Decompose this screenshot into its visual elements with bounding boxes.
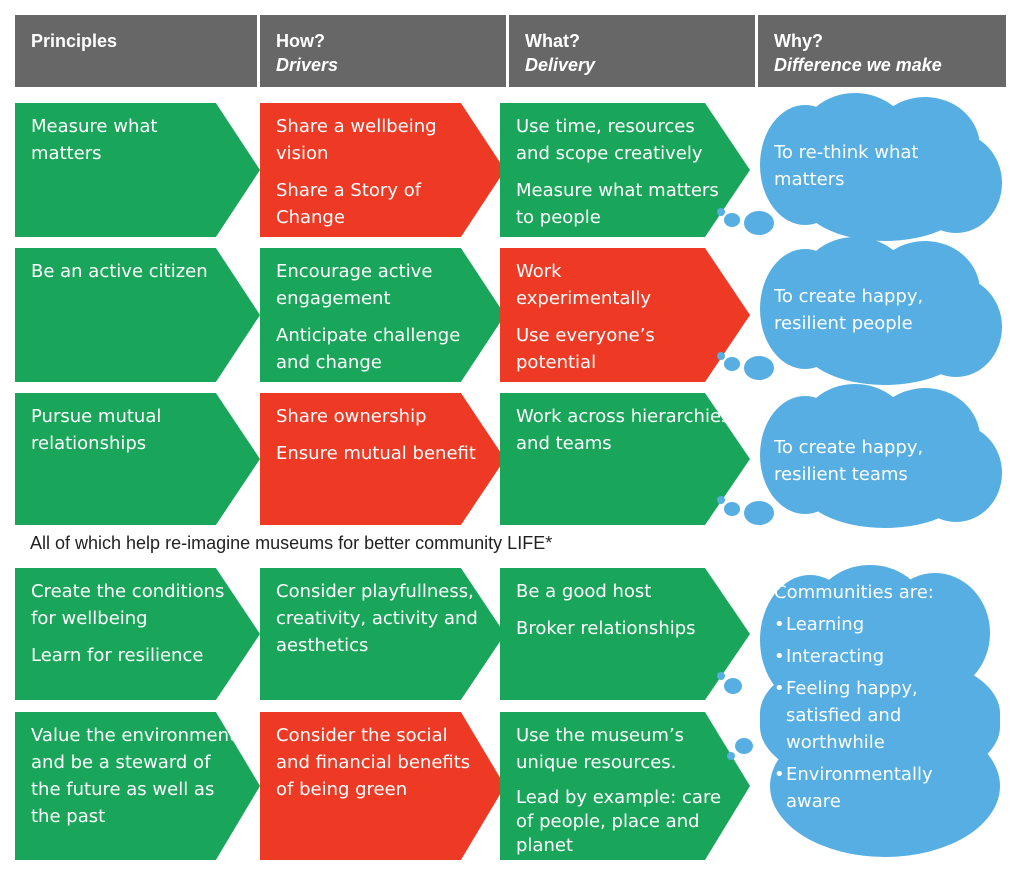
communities-item-3: Feeling happy, satisfied and worthwhile: [774, 675, 974, 756]
row5-principle-1: Value the environment and be a steward o…: [31, 725, 237, 827]
row4-principle-1: Create the conditions for wellbeing: [31, 581, 225, 629]
header-what-label: What?: [525, 31, 580, 51]
row5-delivery-2: Lead by example: care of people, place a…: [516, 787, 722, 856]
cloud-3-tail-big: [744, 501, 774, 525]
why-2-text: To create happy, resilient people: [774, 286, 924, 334]
row3-principle-text: Pursue mutual relationships: [31, 406, 162, 454]
row1-driver-1: Share a wellbeing vision: [276, 116, 437, 164]
row2-delivery: Work experimentally Use everyone’s poten…: [500, 248, 750, 382]
row2-drivers: Encourage active engagement Anticipate c…: [260, 248, 505, 382]
row3-delivery: Work across hierarchies and teams: [500, 393, 750, 525]
row4-delivery: Be a good host Broker relationships: [500, 568, 750, 700]
cloud-4-tail-2: [724, 678, 742, 694]
header-difference-label: Difference we make: [774, 55, 942, 75]
row2-delivery-2: Use everyone’s potential: [516, 325, 655, 373]
why-3-text: To create happy, resilient teams: [774, 437, 924, 485]
row2-driver-2: Anticipate challenge and change: [276, 325, 461, 373]
why-1-text: To re-think what matters: [774, 142, 919, 190]
footer-note: All of which help re-imagine museums for…: [30, 533, 553, 553]
communities-text: Communities are: Learning Interacting Fe…: [774, 579, 974, 815]
header-what: What? Delivery: [509, 15, 755, 87]
row1-delivery-1: Use time, resources and scope creatively: [516, 116, 703, 164]
communities-list: Learning Interacting Feeling happy, sati…: [774, 611, 974, 815]
header-drivers-label: Drivers: [276, 55, 339, 75]
row1-delivery: Use time, resources and scope creatively…: [500, 103, 750, 237]
row3-driver-2: Ensure mutual benefit: [276, 443, 476, 464]
cloud-4-tail-3: [727, 752, 735, 760]
row5-delivery: Use the museum’s unique resources. Lead …: [500, 712, 750, 860]
row4-principle-2: Learn for resilience: [31, 645, 204, 666]
row2-principle-text: Be an active citizen: [31, 261, 208, 282]
cloud-1-tail-mid: [724, 213, 740, 227]
header-principles-label: Principles: [31, 31, 118, 51]
row4-delivery-2: Broker relationships: [516, 618, 696, 639]
row1-principle: Measure what matters: [15, 103, 260, 237]
communities-item-1: Learning: [774, 611, 974, 638]
row1-delivery-2: Measure what matters to people: [516, 180, 719, 228]
why-cloud-1: To re-think what matters: [760, 93, 1002, 243]
why-cloud-2: To create happy, resilient people: [760, 237, 1002, 387]
row5-delivery-1: Use the museum’s unique resources.: [516, 725, 685, 773]
cloud-4-tail-1: [717, 672, 725, 680]
row2-principle: Be an active citizen: [15, 248, 260, 382]
cloud-1-tail-big: [744, 211, 774, 235]
row1-drivers: Share a wellbeing vision Share a Story o…: [260, 103, 505, 237]
row5-drivers: Consider the social and financial benefi…: [260, 712, 505, 860]
row3-driver-1: Share ownership: [276, 406, 427, 427]
cloud-2-tail-big: [744, 356, 774, 380]
row3-drivers: Share ownership Ensure mutual benefit: [260, 393, 505, 525]
cloud-4-tail-4: [735, 738, 753, 754]
header-delivery-label: Delivery: [525, 55, 596, 75]
communities-cloud: Communities are: Learning Interacting Fe…: [760, 565, 1000, 860]
row4-principle: Create the conditions for wellbeing Lear…: [15, 568, 260, 700]
row4-drivers: Consider playfullness, creativity, activ…: [260, 568, 505, 700]
row1-driver-2: Share a Story of Change: [276, 180, 422, 228]
communities-item-2: Interacting: [774, 643, 974, 670]
row5-driver-1: Consider the social and financial benefi…: [276, 725, 471, 800]
communities-title: Communities are:: [774, 582, 934, 603]
header-principles: Principles: [15, 15, 257, 87]
row3-delivery-1: Work across hierarchies and teams: [516, 406, 731, 454]
cloud-2-tail-mid: [724, 357, 740, 371]
row4-delivery-1: Be a good host: [516, 581, 652, 602]
row3-principle: Pursue mutual relationships: [15, 393, 260, 525]
cloud-2-tail: [717, 352, 725, 360]
header-how: How? Drivers: [260, 15, 506, 87]
row1-principle-text: Measure what matters: [31, 116, 158, 164]
header-how-label: How?: [276, 31, 325, 51]
cloud-3-tail: [717, 496, 725, 504]
why-cloud-3: To create happy, resilient teams: [760, 384, 1002, 529]
cloud-1-tail: [717, 208, 725, 216]
row2-delivery-1: Work experimentally: [516, 261, 652, 309]
row5-principle: Value the environment and be a steward o…: [15, 712, 260, 860]
header-why-label: Why?: [774, 31, 823, 51]
cloud-3-tail-mid: [724, 502, 740, 516]
row4-driver-1: Consider playfullness, creativity, activ…: [276, 581, 478, 656]
communities-item-4: Environmentally aware: [774, 761, 974, 815]
row2-driver-1: Encourage active engagement: [276, 261, 433, 309]
header-why: Why? Difference we make: [758, 15, 1006, 87]
